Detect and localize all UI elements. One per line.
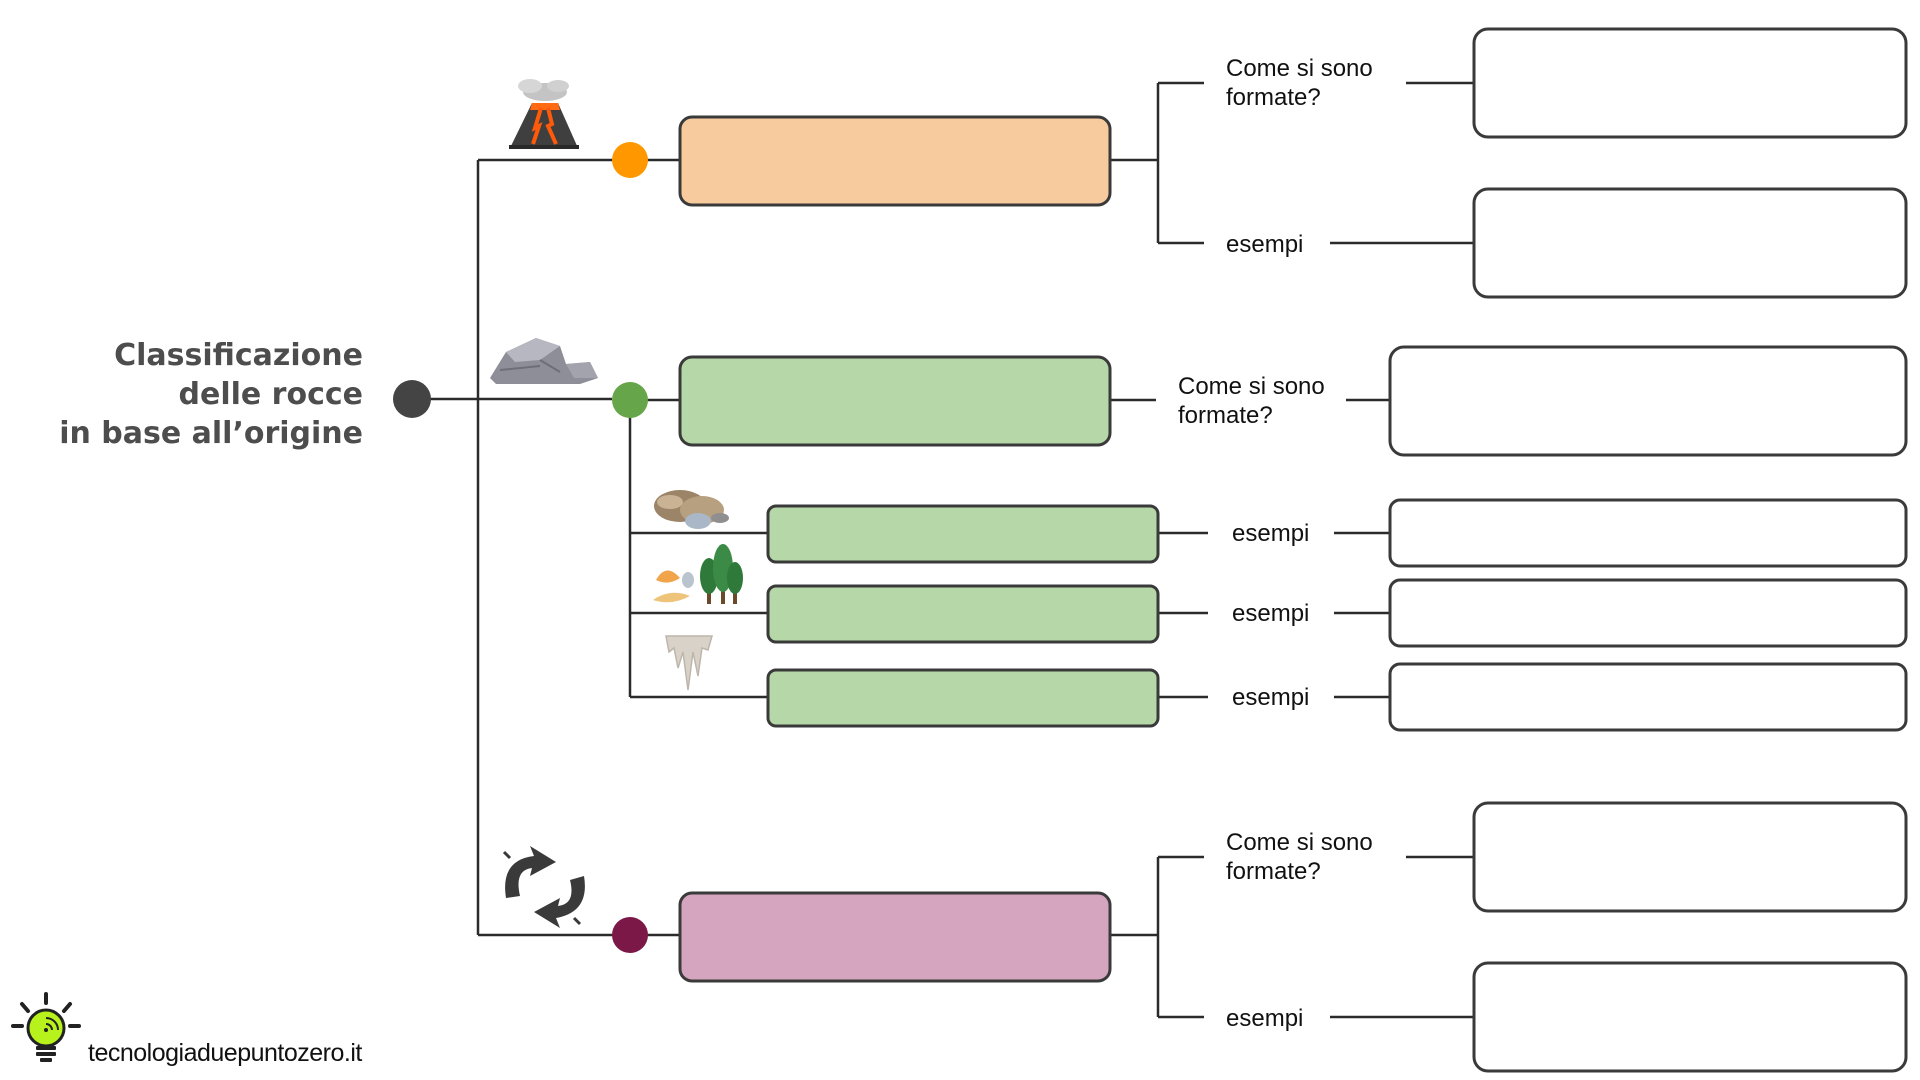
sedimentary-how-formed-label: Come si sono formate? [1178,373,1325,429]
magmatic-rock-box[interactable] [678,115,1112,207]
metamorphic-examples-answer-box[interactable] [1472,961,1908,1073]
title-line-2: delle rocce [178,377,364,412]
magmatic-examples-answer-box[interactable] [1472,187,1908,299]
clastic-rock-box[interactable] [766,504,1160,564]
diagram-title: Classificazione delle rocce in base all’… [59,336,363,453]
site-name[interactable]: tecnologiaduepuntozero.it [88,1039,362,1067]
metamorphic-examples-label: esempi [1226,1005,1304,1032]
magmatic-how-formed-label: Come si sono formate? [1226,55,1373,111]
chemical-examples-answer-box[interactable] [1388,662,1908,732]
magmatic-formation-answer-box[interactable] [1472,27,1908,139]
sedimentary-rock-box[interactable] [678,355,1112,447]
organic-rock-box[interactable] [766,584,1160,644]
metamorphic-rock-box[interactable] [678,891,1112,983]
volcano-icon [509,79,579,149]
organic-examples-answer-box[interactable] [1388,578,1908,648]
metamorphic-node-dot [612,917,648,953]
magmatic-node-dot [612,142,648,178]
stalactites-icon [665,635,713,691]
cycle-arrows-icon [502,846,585,928]
metamorphic-formation-answer-box[interactable] [1472,801,1908,913]
rocks-icon [490,338,598,384]
clastic-examples-label: esempi [1232,520,1310,547]
root-node-dot [393,380,431,418]
title-line-1: Classificazione [114,338,363,373]
sedimentary-formation-answer-box[interactable] [1388,345,1908,457]
shells-and-trees-icon [653,544,743,604]
magmatic-examples-label: esempi [1226,231,1304,258]
organic-examples-label: esempi [1232,600,1310,627]
pebbles-icon [654,490,729,529]
clastic-examples-answer-box[interactable] [1388,498,1908,568]
sedimentary-node-dot [612,382,648,418]
lightbulb-icon [11,992,81,1062]
chemical-rock-box[interactable] [766,668,1160,728]
metamorphic-how-formed-label: Come si sono formate? [1226,829,1373,885]
title-line-3: in base all’origine [59,416,363,451]
chemical-examples-label: esempi [1232,684,1310,711]
